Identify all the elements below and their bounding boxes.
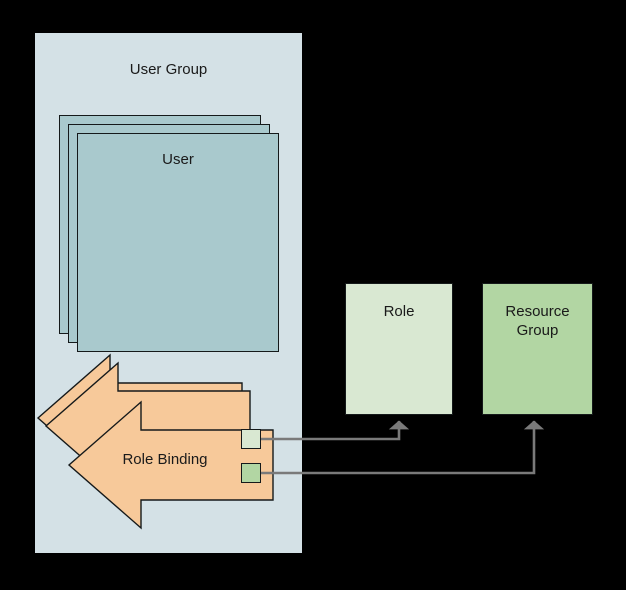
connector-rolebinding-to-resource-group xyxy=(261,420,545,475)
role-binding-role-swatch[interactable] xyxy=(241,429,261,449)
connector-rolebinding-to-role xyxy=(261,420,410,441)
role-box[interactable] xyxy=(345,283,453,415)
resource-group-box[interactable] xyxy=(482,283,593,415)
user-card-front[interactable] xyxy=(77,133,279,352)
role-binding-resource-swatch[interactable] xyxy=(241,463,261,483)
